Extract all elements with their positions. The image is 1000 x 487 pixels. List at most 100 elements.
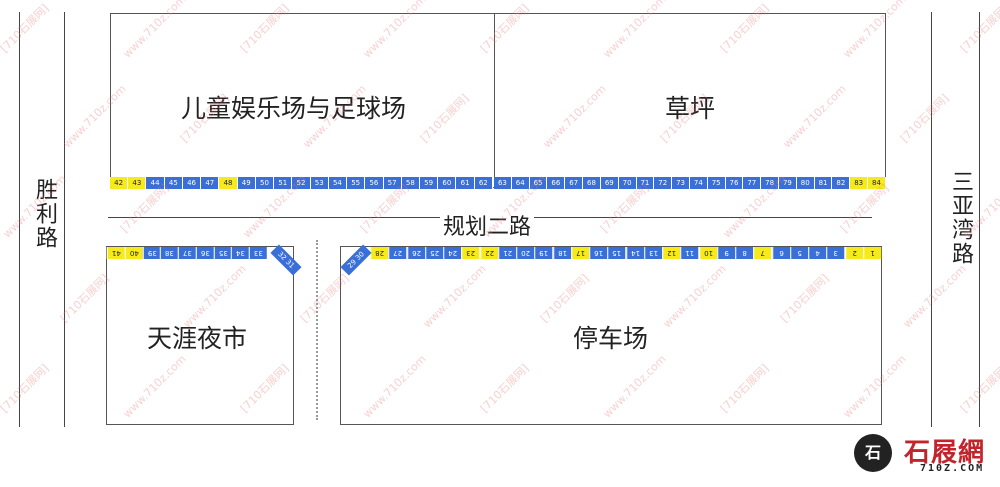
parking-label: 停车场 [573,324,649,353]
stall-64: 64 [511,177,530,189]
stall-33: 33 [249,247,268,259]
logo-name: 石屐網 [904,438,986,468]
right-road-label: 三亚湾路 [948,170,973,266]
night-market-label: 天涯夜市 [147,324,248,353]
stall-63: 63 [494,177,512,189]
stall-10: 10 [698,247,717,259]
stall-38: 38 [160,247,179,259]
stall-55: 55 [347,177,366,189]
stall-79: 79 [779,177,797,189]
stall-4: 4 [808,247,827,259]
stall-50: 50 [255,177,275,189]
stall-59: 59 [419,177,439,189]
stall-27: 27 [388,247,407,259]
stall-72: 72 [654,177,673,189]
stall-75: 75 [707,177,726,189]
stall-76: 76 [725,177,744,189]
walkway-dotted-line [316,240,318,420]
left-road-edge-inner [64,12,65,427]
watermark-text: [710石展网] [58,271,112,326]
left-road-edge-outer [19,12,20,427]
left-road-label: 胜利路 [32,178,57,250]
stall-49: 49 [237,177,256,189]
stall-83: 83 [850,177,869,189]
stall-24: 24 [443,247,462,259]
playground-label: 儿童娱乐场与足球场 [181,94,407,123]
stall-39: 39 [142,247,161,259]
stall-51: 51 [274,177,293,189]
stall-26: 26 [406,247,425,259]
stall-16: 16 [589,247,608,259]
stall-18: 18 [552,247,571,259]
stall-66: 66 [547,177,566,189]
stall-52: 52 [292,177,311,189]
stall-17: 17 [570,247,589,259]
watermark-text: [710石展网] [0,1,52,56]
watermark-text: www.710z.com [900,262,969,331]
logo-domain: 710Z.COM [920,463,985,474]
stall-62: 62 [474,177,493,189]
stall-61: 61 [456,177,475,189]
stall-3: 3 [826,247,845,259]
stall-2: 2 [844,247,863,259]
stall-19: 19 [534,247,553,259]
stall-11: 11 [680,247,699,259]
stall-23: 23 [461,247,480,259]
stall-15: 15 [607,247,626,259]
logo-seal-icon: 石 [854,434,892,472]
playground-block: 儿童娱乐场与足球场 [110,13,495,188]
stall-22: 22 [479,247,498,259]
stall-70: 70 [618,177,637,189]
stall-53: 53 [310,177,329,189]
stall-67: 67 [565,177,584,189]
stall-80: 80 [796,177,815,189]
parking-block: 停车场 [340,246,882,425]
right-road-edge-inner [931,12,932,427]
stall-56: 56 [365,177,384,189]
stall-8: 8 [735,247,754,259]
stall-13: 13 [643,247,662,259]
lawn-label: 草坪 [665,94,716,123]
stall-69: 69 [600,177,619,189]
stall-81: 81 [814,177,833,189]
stall-65: 65 [529,177,548,189]
stall-35: 35 [213,247,232,259]
middle-road-label: 规划二路 [440,209,535,241]
stall-7: 7 [753,247,772,259]
stall-84: 84 [868,177,886,189]
stall-44: 44 [146,177,165,189]
stall-74: 74 [689,177,708,189]
stall-41: 41 [107,247,125,259]
stall-6: 6 [771,247,790,259]
stall-36: 36 [195,247,214,259]
stall-77: 77 [743,177,762,189]
stall-28: 28 [370,247,389,259]
stall-82: 82 [832,177,851,189]
stall-25: 25 [424,247,443,259]
stall-37: 37 [178,247,196,259]
stall-1: 1 [862,247,881,259]
stall-43: 43 [128,177,147,189]
stall-48: 48 [219,177,238,189]
stall-14: 14 [625,247,644,259]
site-logo: 石 石屐網 710Z.COM [850,432,995,477]
stall-54: 54 [328,177,348,189]
stall-78: 78 [761,177,779,189]
night-market-block: 天涯夜市 [106,246,294,425]
watermark-text: [710石展网] [898,91,952,146]
stall-68: 68 [583,177,601,189]
stall-71: 71 [636,177,655,189]
stall-47: 47 [201,177,220,189]
stall-9: 9 [716,247,735,259]
stall-58: 58 [401,177,420,189]
stall-12: 12 [662,247,681,259]
stall-45: 45 [164,177,183,189]
stall-5: 5 [789,247,808,259]
stall-40: 40 [124,247,143,259]
stall-60: 60 [438,177,457,189]
